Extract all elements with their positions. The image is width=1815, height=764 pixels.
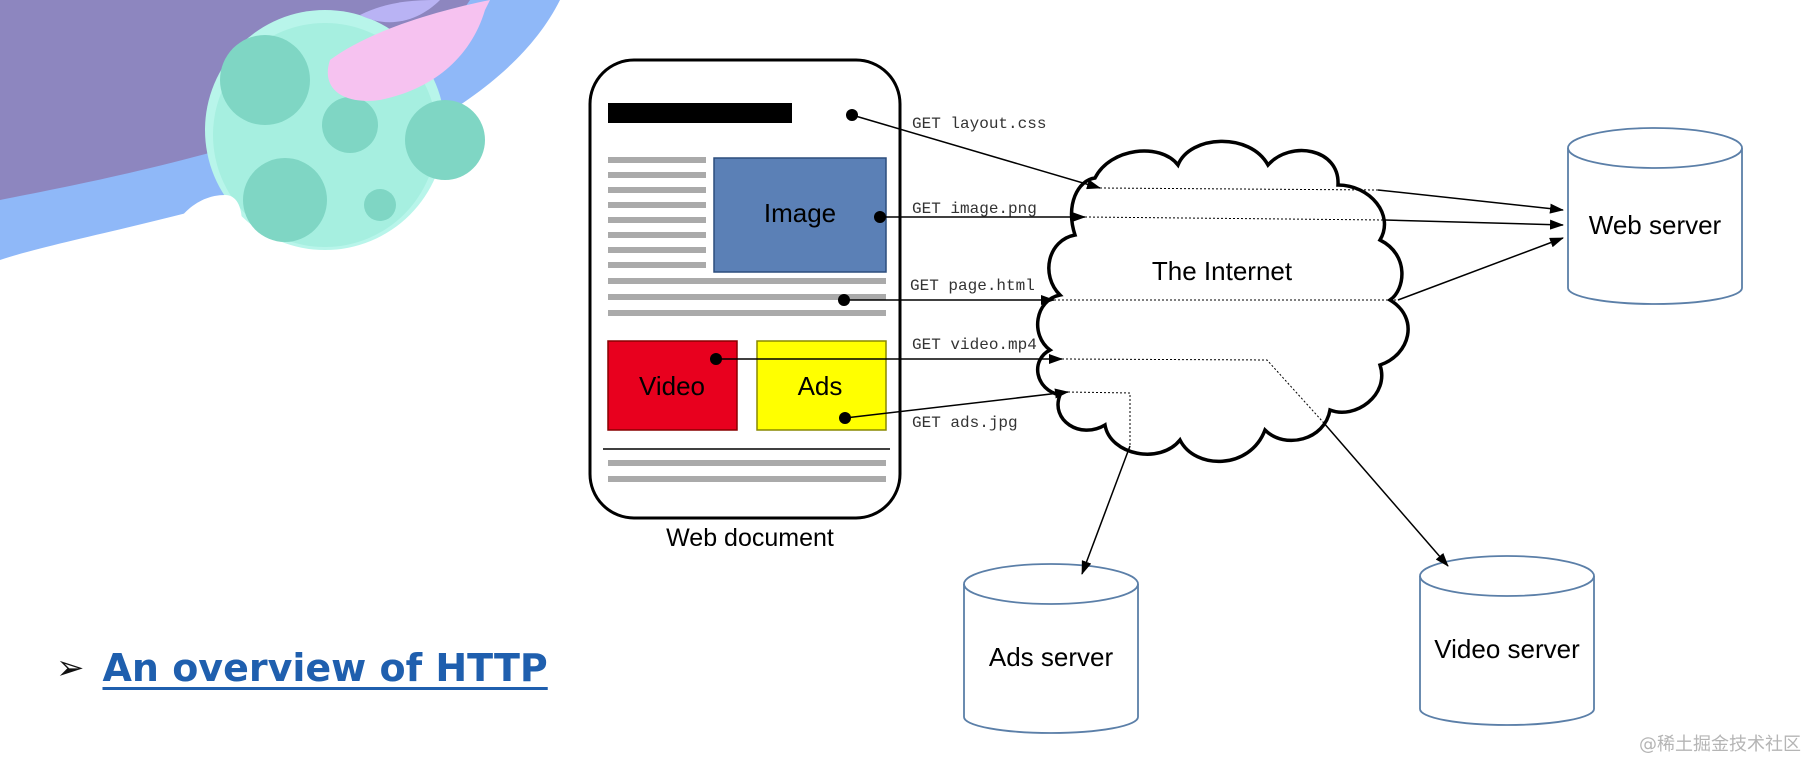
video-server: Video server bbox=[1419, 555, 1595, 726]
to-video-server-arrow bbox=[1322, 421, 1449, 567]
video-block-label: Video bbox=[639, 371, 705, 401]
page-request-label: GET page.html bbox=[910, 277, 1035, 295]
cloud-routes bbox=[1054, 187, 1398, 446]
request-arrows bbox=[710, 109, 1101, 424]
image-block: Image bbox=[713, 157, 887, 273]
arrow-bullet-icon: ➢ bbox=[56, 648, 85, 688]
layout-request-label: GET layout.css bbox=[912, 115, 1046, 133]
ads-server-label: Ads server bbox=[989, 642, 1114, 672]
text-lines-footer bbox=[608, 460, 886, 482]
document-title-bar bbox=[608, 103, 792, 123]
to-web-server-arrow-1 bbox=[1377, 189, 1564, 214]
web-server-label: Web server bbox=[1589, 210, 1722, 240]
ads-block: Ads bbox=[756, 340, 887, 431]
overview-link-row: ➢ An overview of HTTP bbox=[56, 646, 548, 690]
video-request-label: GET video.mp4 bbox=[912, 336, 1037, 354]
video-server-label: Video server bbox=[1434, 634, 1580, 664]
internet-cloud: The Internet bbox=[1035, 139, 1410, 463]
internet-label: The Internet bbox=[1152, 256, 1293, 286]
layout-request-arrow bbox=[851, 114, 1101, 190]
ads-block-label: Ads bbox=[798, 371, 843, 401]
overview-link[interactable]: An overview of HTTP bbox=[102, 646, 548, 690]
image-block-label: Image bbox=[764, 198, 836, 228]
server-arrows bbox=[1081, 189, 1564, 575]
to-web-server-arrow-3 bbox=[1397, 237, 1564, 301]
web-server: Web server bbox=[1567, 127, 1743, 305]
image-request-label: GET image.png bbox=[912, 200, 1037, 218]
watermark: @稀土掘金技术社区 bbox=[1639, 734, 1801, 755]
decorative-planet-illustration bbox=[0, 0, 560, 270]
ads-request-label: GET ads.jpg bbox=[912, 414, 1018, 432]
text-lines-left bbox=[608, 157, 886, 316]
web-document-caption: Web document bbox=[666, 524, 834, 552]
to-web-server-arrow-2 bbox=[1384, 219, 1564, 230]
to-ads-server-arrow bbox=[1081, 445, 1131, 575]
ads-request-arrow bbox=[844, 388, 1069, 419]
web-document: Image Video Ads Web document bbox=[588, 58, 902, 552]
ads-server: Ads server bbox=[963, 563, 1139, 734]
request-labels: GET layout.css GET image.png GET page.ht… bbox=[910, 115, 1046, 432]
